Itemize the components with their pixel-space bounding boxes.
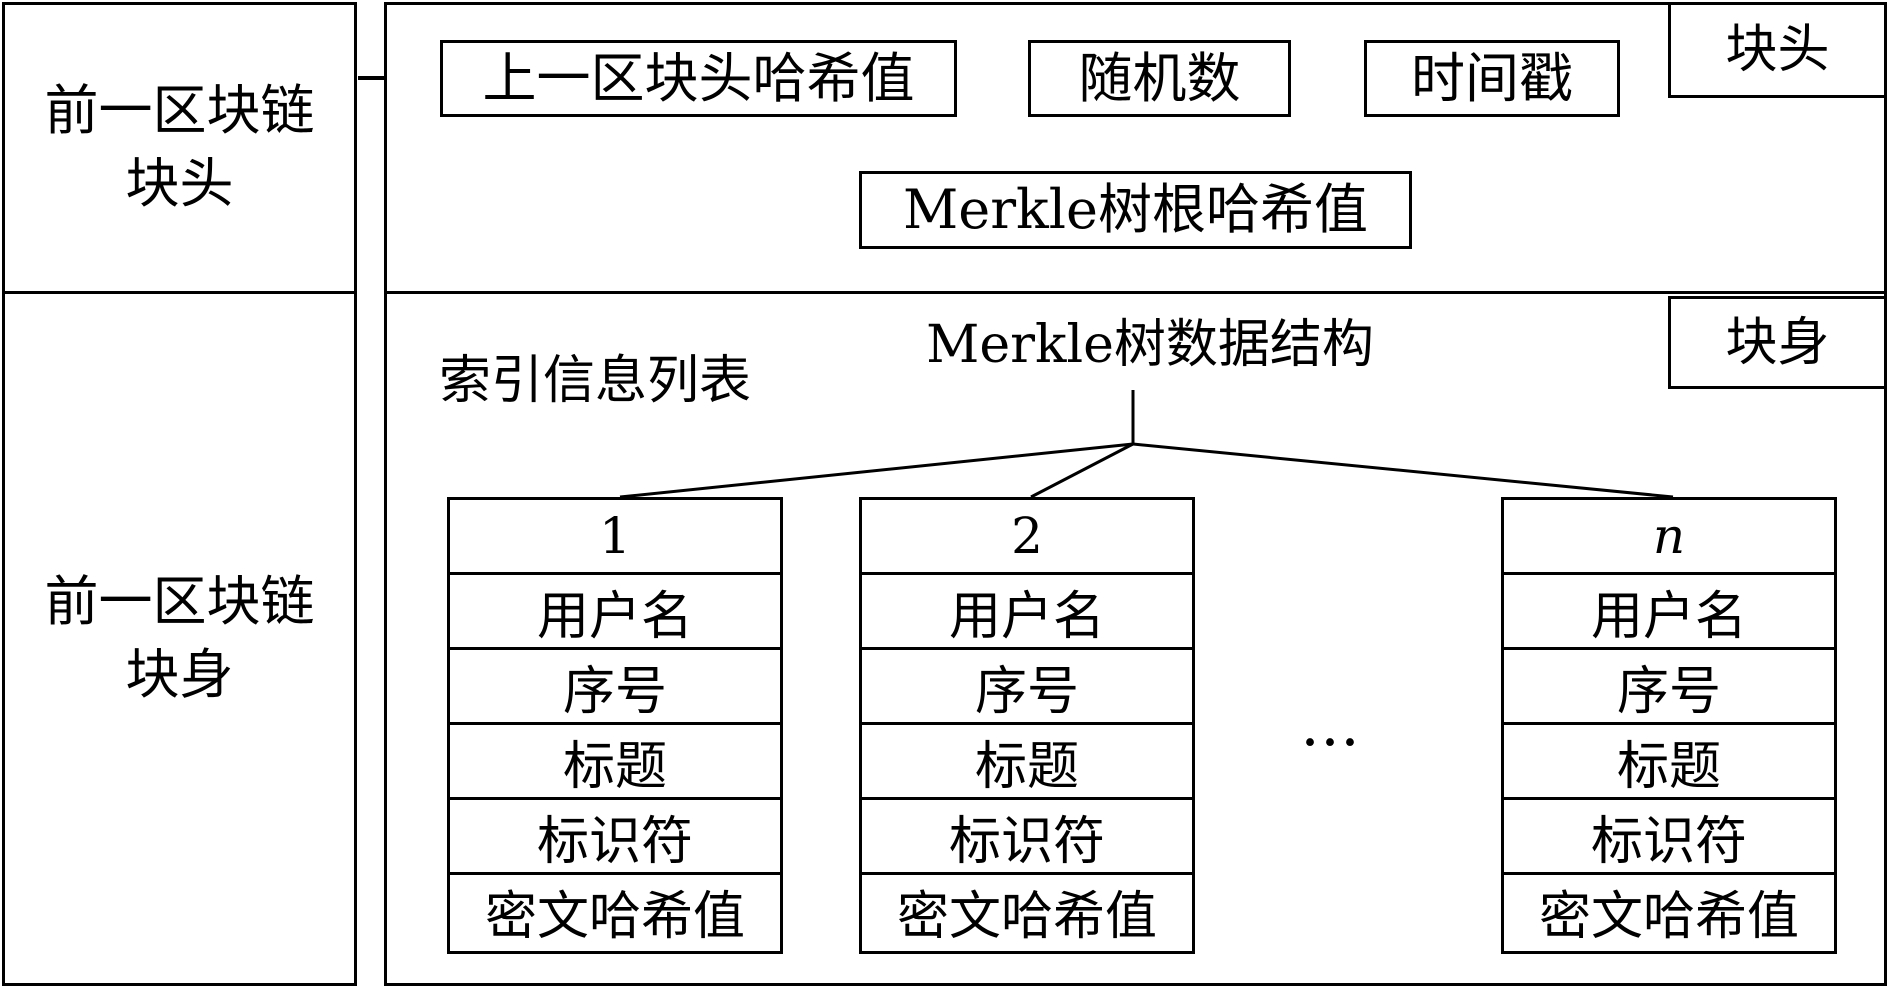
prev-header-line-1: 前一区块链 [44, 79, 315, 143]
merkle-root-box: Merkle树根哈希值 [859, 171, 1412, 249]
field-title: 标题 [1504, 725, 1834, 800]
field-cipher-hash: 密文哈希值 [1538, 886, 1799, 947]
field-title: 标题 [450, 725, 780, 800]
field-cipher-hash: 密文哈希值 [896, 886, 1157, 947]
nonce-box: 随机数 [1028, 40, 1291, 117]
prev-hash-box: 上一区块头哈希值 [440, 40, 957, 117]
index-list-label: 索引信息列表 [438, 351, 751, 411]
field-identifier: 标识符 [1504, 800, 1834, 875]
prev-block-header-label: 前一区块链 块头 [2, 2, 357, 294]
prev-block-body-label: 前一区块链 块身 [2, 291, 357, 986]
records-ellipsis: … [1300, 690, 1360, 760]
field-sequence: 序号 [1504, 650, 1834, 725]
prev-body-line-2: 块身 [125, 642, 234, 706]
header-tag: 块头 [1668, 2, 1887, 98]
record-column-2: 2 用户名 序号 标题 标识符 密文哈希值 [859, 497, 1195, 954]
prev-header-line-2: 块头 [125, 152, 234, 215]
field-sequence: 序号 [450, 650, 780, 725]
record-column-n: n 用户名 序号 标题 标识符 密文哈希值 [1501, 497, 1837, 954]
field-identifier: 标识符 [450, 800, 780, 875]
prev-block-body-box [2, 291, 357, 986]
record-id: n [1504, 500, 1834, 575]
branch-record-2 [1030, 442, 1134, 499]
timestamp-box: 时间戳 [1364, 40, 1620, 117]
branch-record-n [1132, 442, 1674, 499]
record-id: 1 [450, 500, 780, 575]
prev-block-header-box [2, 2, 357, 294]
record-column-1: 1 用户名 序号 标题 标识符 密文哈希值 [447, 497, 783, 954]
field-cipher-hash: 密文哈希值 [484, 886, 745, 947]
branch-record-1 [619, 442, 1134, 499]
merkle-structure-label: Merkle树数据结构 [900, 310, 1400, 380]
field-username: 用户名 [1504, 575, 1834, 650]
record-id: 2 [862, 500, 1192, 575]
field-username: 用户名 [450, 575, 780, 650]
field-sequence: 序号 [862, 650, 1192, 725]
field-title: 标题 [862, 725, 1192, 800]
field-username: 用户名 [862, 575, 1192, 650]
prev-body-line-1: 前一区块链 [44, 569, 315, 633]
body-tag: 块身 [1668, 296, 1887, 389]
field-identifier: 标识符 [862, 800, 1192, 875]
block-body-region [384, 291, 1887, 986]
